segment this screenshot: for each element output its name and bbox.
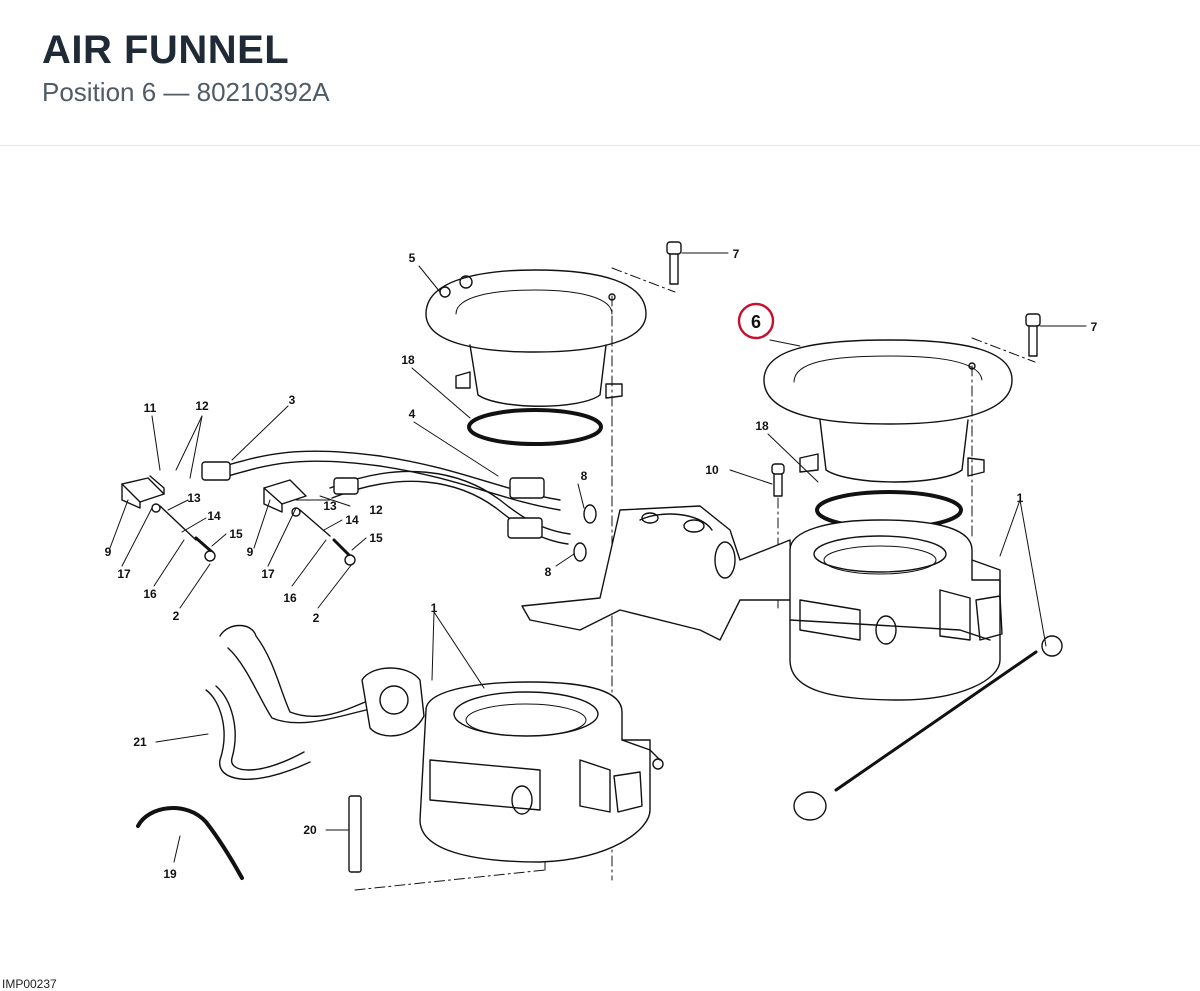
screw-7-left <box>666 241 682 285</box>
header: AIR FUNNEL Position 6 — 80210392A <box>0 0 1200 146</box>
air-funnel-left <box>425 269 647 407</box>
sensor-group-left <box>121 475 216 562</box>
throttle-body-right <box>789 519 1003 701</box>
callout-7a: 7 <box>733 247 740 261</box>
callout-7b: 7 <box>1091 320 1098 334</box>
callout-4: 4 <box>409 407 416 421</box>
fuel-hose-4 <box>329 470 571 545</box>
callout-9a: 9 <box>105 545 112 559</box>
hose-connector <box>219 624 425 737</box>
callout-20: 20 <box>303 823 317 837</box>
callout-1a: 1 <box>1017 491 1024 505</box>
callout-5: 5 <box>409 251 416 265</box>
callout-13a: 13 <box>187 491 201 505</box>
callout-6: 6 <box>751 312 761 332</box>
callout-8b: 8 <box>545 565 552 579</box>
callout-14b: 14 <box>345 513 359 527</box>
screw-7-right <box>1025 313 1041 357</box>
callout-12a: 12 <box>195 399 209 413</box>
callout-13b: 13 <box>323 499 337 513</box>
stud-20 <box>348 795 362 873</box>
callout-16b: 16 <box>283 591 297 605</box>
vacuum-pipe-19 <box>136 806 244 880</box>
callout-16a: 16 <box>143 587 157 601</box>
callout-15a: 15 <box>229 527 243 541</box>
sensor-group-middle <box>263 479 356 566</box>
callout-21: 21 <box>133 735 147 749</box>
callout-19: 19 <box>163 867 177 881</box>
callout-2b: 2 <box>313 611 320 625</box>
page-subtitle: Position 6 — 80210392A <box>42 77 330 107</box>
air-funnel-right <box>763 339 1013 483</box>
manifold-bracket <box>521 505 793 641</box>
throttle-body-left <box>419 681 664 863</box>
page-title: AIR FUNNEL <box>42 28 290 72</box>
callout-17a: 17 <box>117 567 131 581</box>
callout-2a: 2 <box>173 609 180 623</box>
callout-1b: 1 <box>431 601 438 615</box>
callout-15b: 15 <box>369 531 383 545</box>
document-code: IMP00237 <box>2 977 57 991</box>
callout-8a: 8 <box>581 469 588 483</box>
callout-17b: 17 <box>261 567 275 581</box>
callout-12b: 12 <box>369 503 383 517</box>
callout-14a: 14 <box>207 509 221 523</box>
fuel-hose-3 <box>201 450 561 511</box>
exploded-parts-diagram: 7 7 5 6 18 18 11 12 3 4 13 14 15 9 17 16… <box>105 241 1098 891</box>
callout-18b: 18 <box>755 419 769 433</box>
vacuum-hose-21 <box>205 685 311 780</box>
callout-9b: 9 <box>247 545 254 559</box>
o-ring-left <box>467 408 603 446</box>
callout-3: 3 <box>289 393 296 407</box>
screw-10 <box>771 463 785 497</box>
linkage-ball-end <box>793 791 827 821</box>
callout-6-highlight <box>737 302 775 340</box>
callout-10: 10 <box>705 463 719 477</box>
callout-11: 11 <box>144 401 157 415</box>
callout-18a: 18 <box>401 353 415 367</box>
